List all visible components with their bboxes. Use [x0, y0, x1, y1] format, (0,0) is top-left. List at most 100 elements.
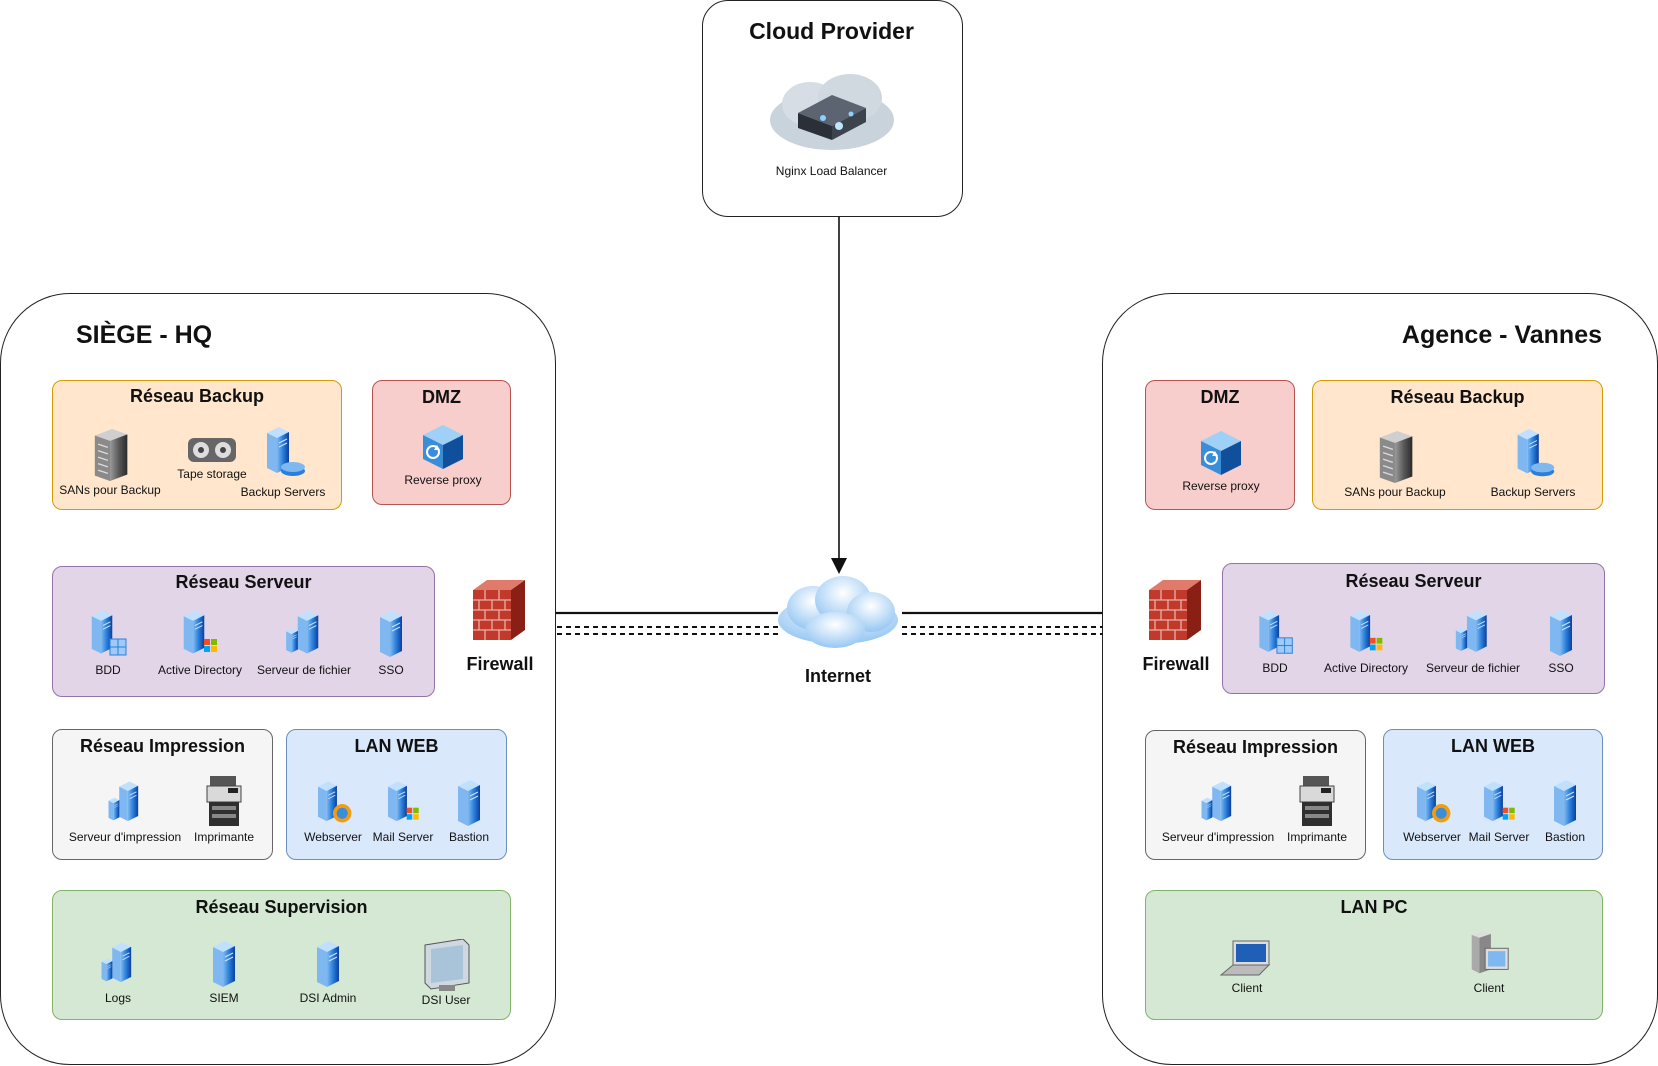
vannes-dmz-title: DMZ	[1200, 387, 1240, 407]
vannes-print-title: Réseau Impression	[1172, 737, 1339, 757]
web-server-icon	[317, 781, 352, 823]
vannes-printer-node: Imprimante	[1257, 774, 1377, 844]
hq-server-zone: Réseau Serveur BDD Active Directory Serv…	[52, 566, 435, 697]
vannes-lanpc-title: LAN PC	[1340, 897, 1408, 917]
hq-print-zone: Réseau Impression Serveur d'impression I…	[52, 729, 273, 860]
vannes-active-directory-node: Active Directory	[1306, 609, 1426, 675]
hq-firewall-icon	[473, 580, 525, 645]
print-server-icon	[108, 781, 139, 822]
hq-logs-node: Logs	[58, 941, 178, 1005]
vannes-backup-servers-label: Backup Servers	[1490, 485, 1576, 499]
printer-icon	[1297, 774, 1337, 828]
sso-server-icon	[376, 609, 406, 661]
hq-printer-label: Imprimante	[193, 830, 255, 844]
hq-dsi-user-node: DSI User	[386, 939, 506, 1007]
hq-print-server-node: Serveur d'impression	[65, 780, 185, 844]
vannes-bastion-node: Bastion	[1505, 780, 1625, 844]
hq-dsi-user-label: DSI User	[421, 993, 471, 1007]
hq-server-title: Réseau Serveur	[175, 572, 312, 592]
siem-server-icon	[209, 941, 239, 989]
hq-supervision-zone: Réseau Supervision Logs SIEM DSI Admin D…	[52, 890, 511, 1020]
hq-supervision-title: Réseau Supervision	[195, 897, 368, 917]
hq-tape-storage-label: Tape storage	[177, 467, 247, 481]
windows-server-icon	[1349, 610, 1383, 653]
monitor-icon	[421, 939, 471, 991]
hq-backup-servers-label: Backup Servers	[240, 485, 326, 499]
database-server-icon	[1258, 610, 1293, 654]
cloud-provider-title: Cloud Provider	[749, 18, 914, 44]
vannes-reverse-proxy-label: Reverse proxy	[1182, 479, 1260, 493]
hq-active-directory-label: Active Directory	[157, 663, 243, 677]
vannes-bdd-label: BDD	[1262, 661, 1288, 675]
mail-server-icon	[387, 781, 419, 822]
vannes-sso-label: SSO	[1548, 661, 1574, 675]
vannes-dmz-zone: DMZ Reverse proxy	[1145, 380, 1295, 510]
desktop-pc-icon	[1465, 931, 1513, 979]
database-server-icon	[91, 610, 127, 656]
hq-file-server-node: Serveur de fichier	[244, 609, 364, 677]
hq-print-title: Réseau Impression	[79, 736, 246, 756]
san-rack-icon	[1374, 431, 1416, 483]
vannes-print-server-label: Serveur d'impression	[1161, 830, 1275, 844]
vannes-firewall-label: Firewall	[1142, 654, 1210, 674]
vannes-server-title: Réseau Serveur	[1345, 571, 1482, 591]
vannes-bastion-label: Bastion	[1544, 830, 1586, 844]
vannes-active-directory-label: Active Directory	[1323, 661, 1409, 675]
vannes-backup-title: Réseau Backup	[1390, 387, 1525, 407]
hq-dsi-admin-node: DSI Admin	[268, 941, 388, 1005]
vannes-mail-server-node: Mail Server	[1439, 780, 1559, 844]
hq-file-server-label: Serveur de fichier	[256, 663, 352, 677]
vannes-bdd-node: BDD	[1215, 609, 1335, 675]
vannes-reverse-proxy-node: Reverse proxy	[1161, 429, 1281, 493]
vannes-printer-label: Imprimante	[1286, 830, 1348, 844]
vannes-webserver-label: Webserver	[1403, 830, 1461, 844]
hq-san-backup-node: SANs pour Backup	[50, 429, 170, 497]
bastion-server-icon	[1550, 780, 1580, 828]
vannes-firewall-icon	[1149, 580, 1201, 645]
hq-reverse-proxy-node: Reverse proxy	[383, 423, 503, 487]
vannes-client-laptop-label: Client	[1231, 981, 1263, 995]
reverse-proxy-icon	[1197, 429, 1245, 477]
internet-cloud-icon	[773, 572, 903, 652]
vannes-san-backup-label: SANs pour Backup	[1344, 485, 1446, 499]
hq-webserver-node: Webserver	[273, 780, 393, 844]
internet-label: Internet	[804, 666, 871, 686]
san-rack-icon	[89, 429, 131, 481]
vannes-client-desktop-node: Client	[1429, 931, 1549, 995]
hq-webserver-label: Webserver	[304, 830, 362, 844]
nginx-load-balancer-label: Nginx Load Balancer	[775, 164, 888, 178]
vannes-print-server-node: Serveur d'impression	[1158, 780, 1278, 844]
hq-logs-label: Logs	[104, 991, 132, 1005]
hq-dsi-admin-label: DSI Admin	[299, 991, 357, 1005]
hq-bdd-label: BDD	[95, 663, 121, 677]
hq-bastion-label: Bastion	[448, 830, 490, 844]
backup-server-icon	[266, 426, 305, 476]
hq-bastion-node: Bastion	[409, 780, 529, 844]
hq-lanweb-zone: LAN WEB Webserver Mail Server Bastion	[286, 729, 507, 860]
hq-siem-node: SIEM	[164, 941, 284, 1005]
hq-site-title: SIÈGE - HQ	[76, 321, 213, 349]
vannes-lanweb-title: LAN WEB	[1451, 736, 1535, 756]
mail-server-icon	[1483, 781, 1515, 822]
vannes-backup-servers-node: Backup Servers	[1473, 427, 1593, 499]
hq-reverse-proxy-label: Reverse proxy	[404, 473, 482, 487]
hq-mail-server-label: Mail Server	[372, 830, 434, 844]
hq-firewall-label: Firewall	[466, 654, 534, 674]
printer-icon	[204, 774, 244, 828]
vannes-site-title: Agence - Vannes	[1401, 321, 1602, 349]
hq-tape-storage-node: Tape storage	[152, 435, 272, 481]
file-server-icon	[285, 610, 319, 655]
hq-siem-label: SIEM	[209, 991, 239, 1005]
hq-lanweb-title: LAN WEB	[354, 736, 439, 756]
bastion-server-icon	[454, 780, 484, 828]
vannes-client-desktop-label: Client	[1473, 981, 1505, 995]
vannes-server-zone: Réseau Serveur BDD Active Directory Serv…	[1222, 563, 1605, 694]
hq-bdd-node: BDD	[48, 609, 168, 677]
hq-mail-server-node: Mail Server	[343, 780, 463, 844]
vannes-san-backup-node: SANs pour Backup	[1335, 431, 1455, 499]
hq-san-backup-label: SANs pour Backup	[59, 483, 161, 497]
hq-backup-servers-node: Backup Servers	[223, 425, 343, 499]
reverse-proxy-icon	[419, 423, 467, 471]
hq-dmz-title: DMZ	[422, 387, 461, 407]
vannes-lanpc-zone: LAN PC Client Client	[1145, 890, 1603, 1020]
